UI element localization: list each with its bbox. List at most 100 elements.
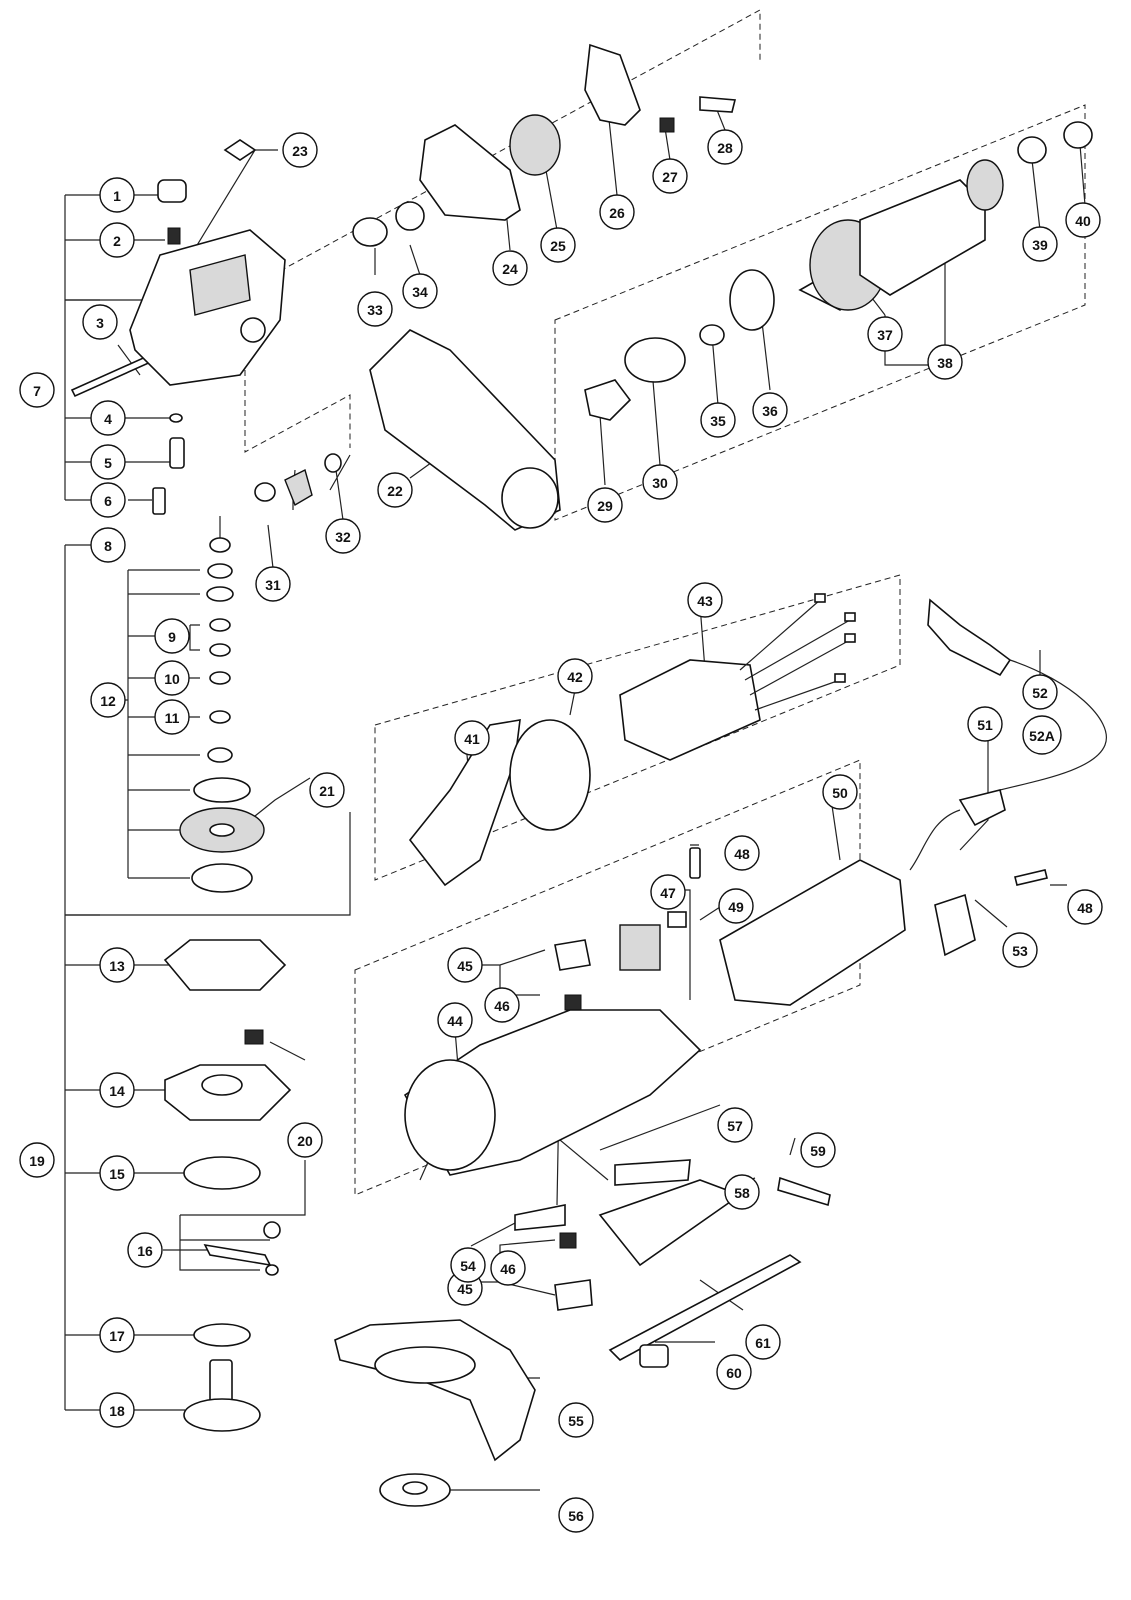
- callout-label: 22: [387, 483, 403, 499]
- callout-label: 13: [109, 958, 125, 974]
- part-armature-core: [859, 179, 986, 296]
- assembly-outline-armature: [554, 104, 1086, 521]
- callout-circle: [822, 774, 858, 810]
- part-washer-10: [209, 671, 231, 685]
- part-label-23: [223, 139, 257, 161]
- callout-label: 39: [1032, 237, 1048, 253]
- callout-label: 38: [937, 355, 953, 371]
- callout-26: 26: [599, 194, 635, 230]
- callout-label: 11: [165, 710, 180, 726]
- part-bearing-39: [1017, 136, 1047, 164]
- callout-label: 59: [810, 1143, 826, 1159]
- callout-8: 8: [90, 527, 126, 563]
- callout-circle: [557, 658, 593, 694]
- callout-16: 16: [127, 1232, 163, 1268]
- callout-43: 43: [687, 582, 723, 618]
- part-bearing-inner: [191, 863, 253, 893]
- assembly-outline-stator: [374, 574, 901, 881]
- callout-label: 36: [762, 403, 778, 419]
- callout-circle: [454, 720, 490, 756]
- callout-label: 52A: [1029, 728, 1055, 744]
- callout-circle: [492, 250, 528, 286]
- callout-circle: [90, 682, 126, 718]
- callout-circle: [99, 1072, 135, 1108]
- callout-14: 14: [99, 1072, 135, 1108]
- callout-label: 45: [457, 958, 473, 974]
- callout-circle: [90, 444, 126, 480]
- callout-4: 4: [90, 400, 126, 436]
- callout-label: 7: [33, 383, 41, 399]
- part-wheel-flange-hole: [402, 1481, 428, 1495]
- part-lock-pin: [263, 1221, 281, 1239]
- part-washer-12b: [206, 586, 234, 602]
- callout-label: 58: [734, 1185, 750, 1201]
- callout-2: 2: [99, 222, 135, 258]
- callout-label: 31: [265, 577, 281, 593]
- part-lock-lever: [203, 1243, 272, 1267]
- part-spring: [167, 227, 181, 245]
- callout-label: 56: [568, 1508, 584, 1524]
- callout-label: 46: [500, 1261, 516, 1277]
- part-brush-holder-lower: [554, 1279, 593, 1311]
- callout-10: 10: [154, 660, 190, 696]
- callout-59: 59: [800, 1132, 836, 1168]
- part-pinion-gear: [284, 468, 313, 507]
- callout-38: 38: [927, 344, 963, 380]
- callout-47: 47: [650, 874, 686, 910]
- callout-53: 53: [1002, 932, 1038, 968]
- part-commutator: [966, 159, 1004, 211]
- part-switch-rod: [608, 1254, 802, 1361]
- part-washer-17: [193, 1323, 251, 1347]
- part-washer-30: [624, 337, 686, 383]
- callout-circle: [402, 273, 438, 309]
- callout-circle: [1022, 715, 1062, 755]
- part-washer-9b: [209, 643, 231, 657]
- part-stator: [619, 659, 761, 761]
- callout-label: 10: [164, 671, 180, 687]
- callout-57: 57: [717, 1107, 753, 1143]
- callout-12: 12: [90, 682, 126, 718]
- callout-45: 45: [447, 947, 483, 983]
- part-lever: [777, 1176, 831, 1207]
- callout-label: 60: [726, 1365, 742, 1381]
- callout-6: 6: [90, 482, 126, 518]
- part-baffle: [419, 124, 521, 221]
- callout-label: 17: [109, 1328, 125, 1344]
- callout-label: 15: [109, 1166, 125, 1182]
- callout-circle: [687, 582, 723, 618]
- callout-52A: 52A: [1022, 715, 1062, 755]
- part-brush-holder-upper: [554, 939, 591, 971]
- part-plate: [699, 96, 737, 113]
- callout-circle: [1022, 226, 1058, 262]
- callout-label: 42: [567, 669, 583, 685]
- part-coil: [509, 114, 561, 176]
- callout-label: 32: [335, 529, 351, 545]
- callout-circle: [19, 372, 55, 408]
- callout-label: 61: [755, 1335, 771, 1351]
- callout-44: 44: [437, 1002, 473, 1038]
- callout-15: 15: [99, 1155, 135, 1191]
- callout-30: 30: [642, 464, 678, 500]
- callout-circle: [99, 947, 135, 983]
- part-ring-plate: [584, 43, 641, 126]
- callout-61: 61: [745, 1324, 781, 1360]
- callout-label: 5: [104, 455, 112, 471]
- callout-circle: [718, 888, 754, 924]
- callout-label: 48: [1077, 900, 1093, 916]
- callout-circle: [700, 402, 736, 438]
- callout-label: 51: [977, 717, 993, 733]
- callout-label: 43: [697, 593, 713, 609]
- callout-label: 23: [292, 143, 308, 159]
- part-carbon-brush-lower: [559, 1232, 577, 1249]
- callout-bubbles: 1234567891011121314151617181920212223242…: [19, 129, 1103, 1533]
- part-fan-36: [729, 269, 775, 331]
- callout-label: 35: [710, 413, 726, 429]
- callout-label: 16: [137, 1243, 153, 1259]
- callout-label: 20: [297, 1133, 313, 1149]
- part-carbon-brush-upper: [564, 994, 582, 1011]
- callout-56: 56: [558, 1497, 594, 1533]
- callout-label: 30: [652, 475, 668, 491]
- part-washer-29: [584, 379, 632, 421]
- callout-13: 13: [99, 947, 135, 983]
- callout-circle: [90, 400, 126, 436]
